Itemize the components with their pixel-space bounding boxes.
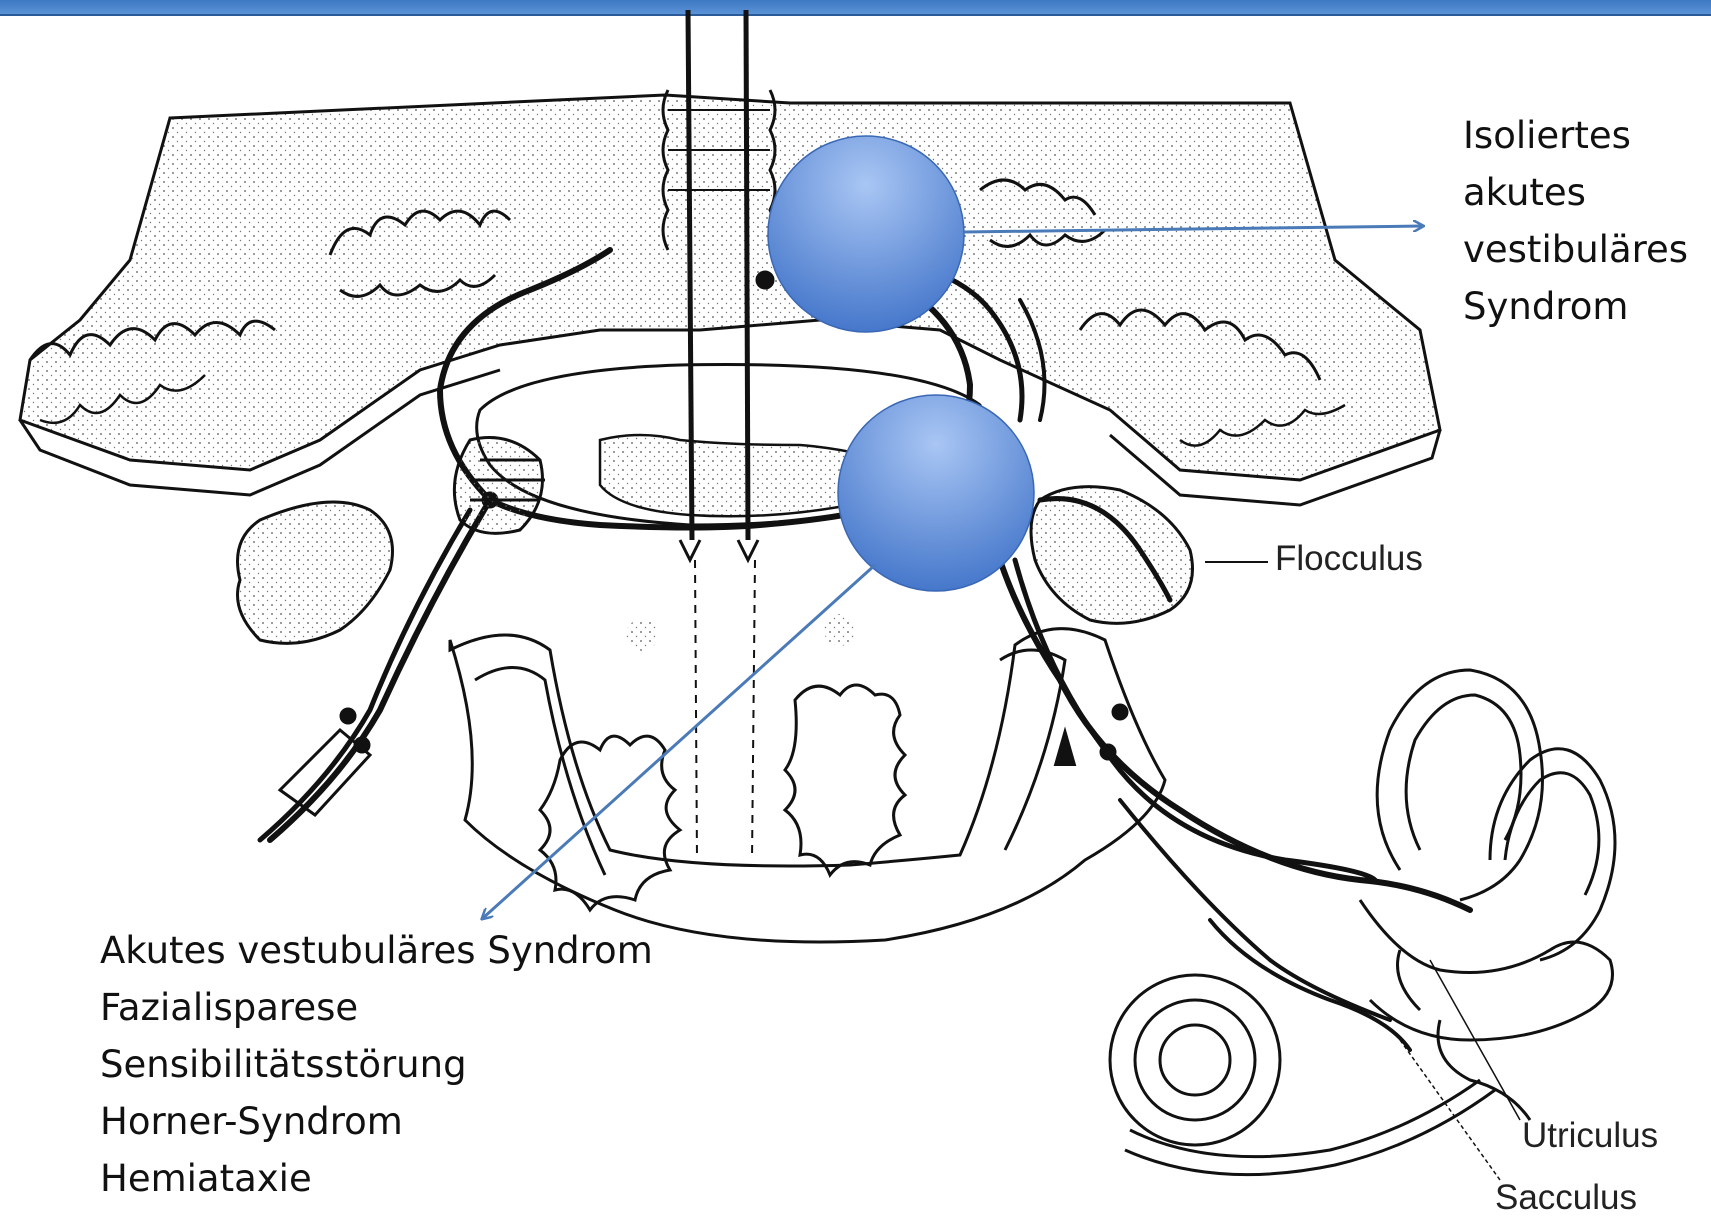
isolated-syndrome-label: Isoliertes akutes vestibuläres Syndrom — [1463, 107, 1688, 335]
lesion-marker-combined — [838, 395, 1034, 591]
isolated-label-line-1: Isoliertes — [1463, 107, 1688, 164]
combined-item-2: Fazialisparese — [100, 979, 653, 1036]
isolated-label-line-3: vestibuläres — [1463, 221, 1688, 278]
combined-item-4: Horner-Syndrom — [100, 1093, 653, 1150]
utriculus-leader-line — [1430, 960, 1520, 1120]
lesion-marker-isolated — [768, 136, 964, 332]
utriculus-label: Utriculus — [1522, 1116, 1658, 1156]
brainstem — [450, 365, 1165, 943]
sacculus-label: Sacculus — [1495, 1178, 1637, 1218]
combined-item-5: Hemiataxie — [100, 1150, 653, 1207]
sacculus-leader-line — [1400, 1040, 1500, 1180]
inner-ear-labyrinth — [1110, 670, 1615, 1175]
isolated-label-line-4: Syndrom — [1463, 278, 1688, 335]
combined-syndrome-list: Akutes vestubuläres Syndrom Fazialispare… — [100, 922, 653, 1207]
isolated-label-line-2: akutes — [1463, 164, 1688, 221]
combined-item-3: Sensibilitätsstörung — [100, 1036, 653, 1093]
flocculus-label: Flocculus — [1275, 539, 1423, 579]
combined-item-1: Akutes vestubuläres Syndrom — [100, 922, 653, 979]
